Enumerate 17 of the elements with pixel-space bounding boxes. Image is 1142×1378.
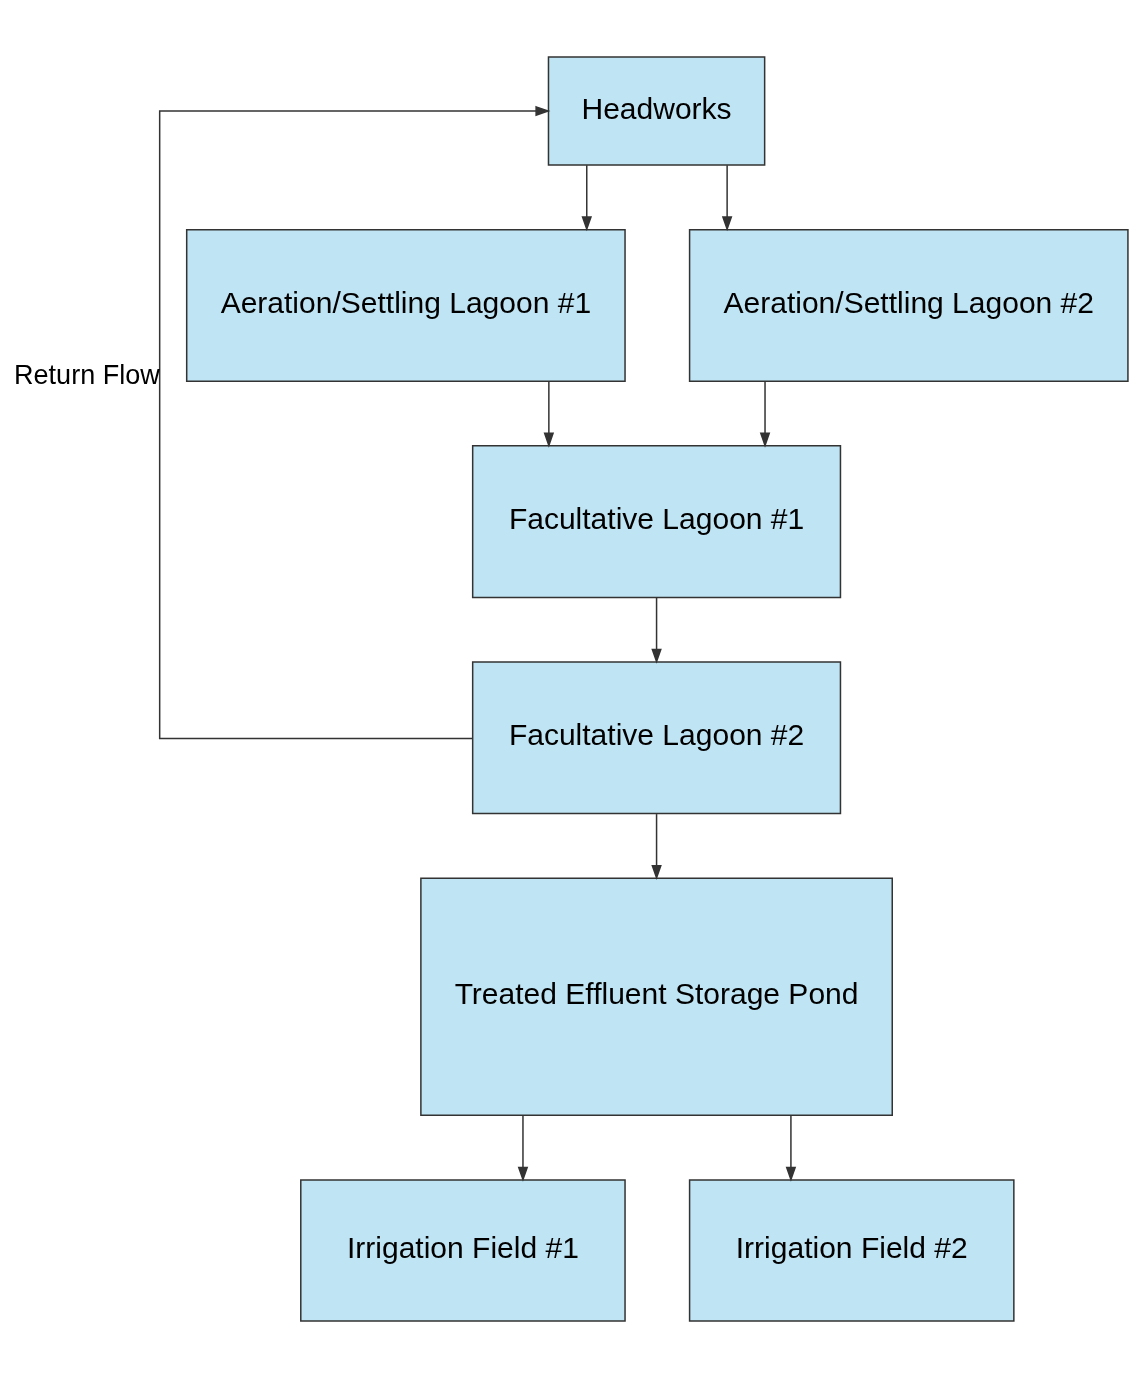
- node-box: Headworks: [547, 56, 766, 166]
- arrow: [651, 813, 662, 881]
- node-box: Aeration/Settling Lagoon #2: [688, 228, 1129, 382]
- node-box: Facultative Lagoon #2: [471, 661, 842, 815]
- arrow: [721, 164, 733, 232]
- arrow: [581, 164, 593, 232]
- arrow: [651, 597, 662, 664]
- arrow: [543, 380, 555, 448]
- node-box: Irrigation Field #1: [300, 1179, 626, 1322]
- node-box: Treated Effluent Storage Pond: [420, 877, 893, 1117]
- arrow: [517, 1114, 529, 1182]
- node-box: Aeration/Settling Lagoon #1: [185, 228, 626, 382]
- arrow: [759, 380, 771, 448]
- node-box: Facultative Lagoon #1: [471, 445, 842, 599]
- node-box: Irrigation Field #2: [688, 1179, 1015, 1322]
- arrow: [785, 1114, 797, 1182]
- arrow: [158, 105, 551, 740]
